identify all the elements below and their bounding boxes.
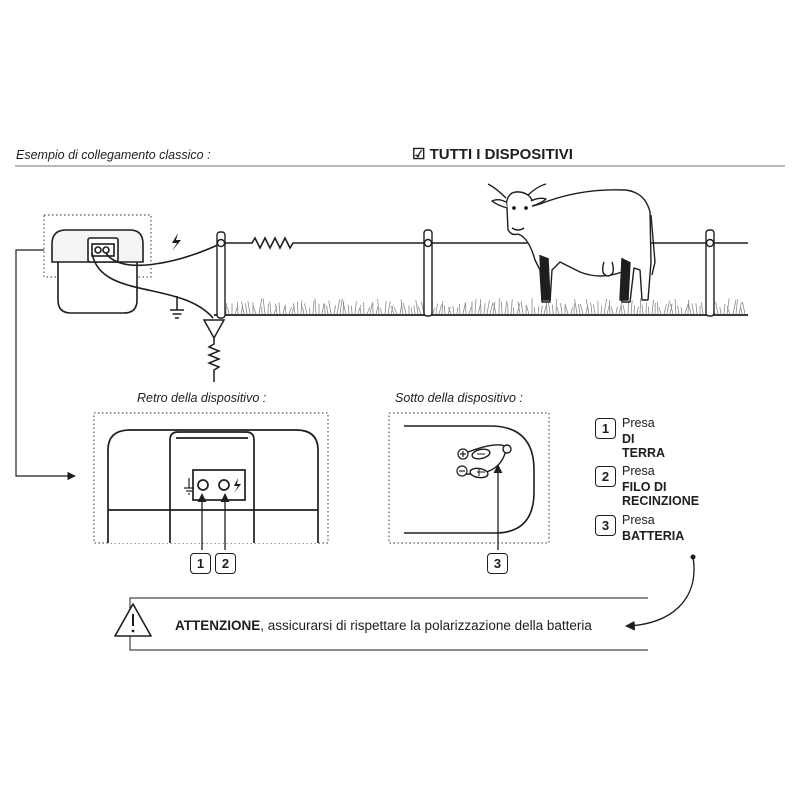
devices-heading: ☑ TUTTI I DISPOSITIVI — [412, 145, 573, 163]
example-heading: Esempio di collegamento classico : — [16, 148, 211, 162]
arrow-to-warning — [625, 556, 695, 631]
badge-1: 1 — [190, 553, 211, 574]
fence-wire-top — [222, 236, 748, 250]
badge-3: 3 — [487, 553, 508, 574]
back-panel-caption: Retro della dispositivo : — [137, 391, 267, 405]
legend-line2: DI TERRA — [622, 432, 666, 460]
battery-clips — [465, 444, 512, 479]
cow-illustration — [487, 183, 656, 303]
legend-line2: BATTERIA — [622, 529, 685, 543]
fence-post-1 — [216, 231, 226, 319]
legend-line1: Presa — [622, 464, 655, 478]
warning-bold: ATTENZIONE — [175, 618, 261, 633]
under-panel-frame — [388, 412, 550, 544]
warning-body: , assicurarsi di rispettare la polarizza… — [260, 618, 592, 633]
warning-text: ATTENZIONE, assicurarsi di rispettare la… — [175, 618, 592, 633]
energizer-small — [51, 229, 144, 314]
fence-wire-lead — [105, 242, 223, 267]
legend-line2: FILO DI RECINZIONE — [622, 480, 700, 508]
grass — [225, 298, 746, 315]
polarity-marks — [456, 448, 469, 477]
back-bolt-icon — [234, 478, 241, 493]
device-under-view — [404, 425, 535, 534]
legend-line1: Presa — [622, 416, 655, 430]
devices-label: TUTTI I DISPOSITIVI — [429, 146, 573, 163]
ground-wire — [91, 252, 214, 319]
under-panel-caption: Sotto della dispositivo : — [395, 391, 523, 405]
device-back-view — [107, 429, 319, 543]
fence-post-2 — [423, 229, 433, 317]
ground-rod — [202, 319, 226, 382]
checkbox-icon: ☑ — [412, 146, 426, 163]
lightning-bolt-icon — [172, 233, 181, 251]
back-ground-icon — [184, 478, 194, 495]
energizer-frame — [43, 214, 152, 278]
legend-badge: 3 — [595, 515, 616, 536]
legend-badge: 1 — [595, 418, 616, 439]
ground-icon — [170, 296, 184, 319]
badge-2: 2 — [215, 553, 236, 574]
connector-line — [15, 249, 76, 481]
legend-badge: 2 — [595, 466, 616, 487]
fence-post-3 — [705, 229, 715, 317]
legend-line1: Presa — [622, 513, 655, 527]
warning-triangle-icon — [114, 603, 152, 637]
